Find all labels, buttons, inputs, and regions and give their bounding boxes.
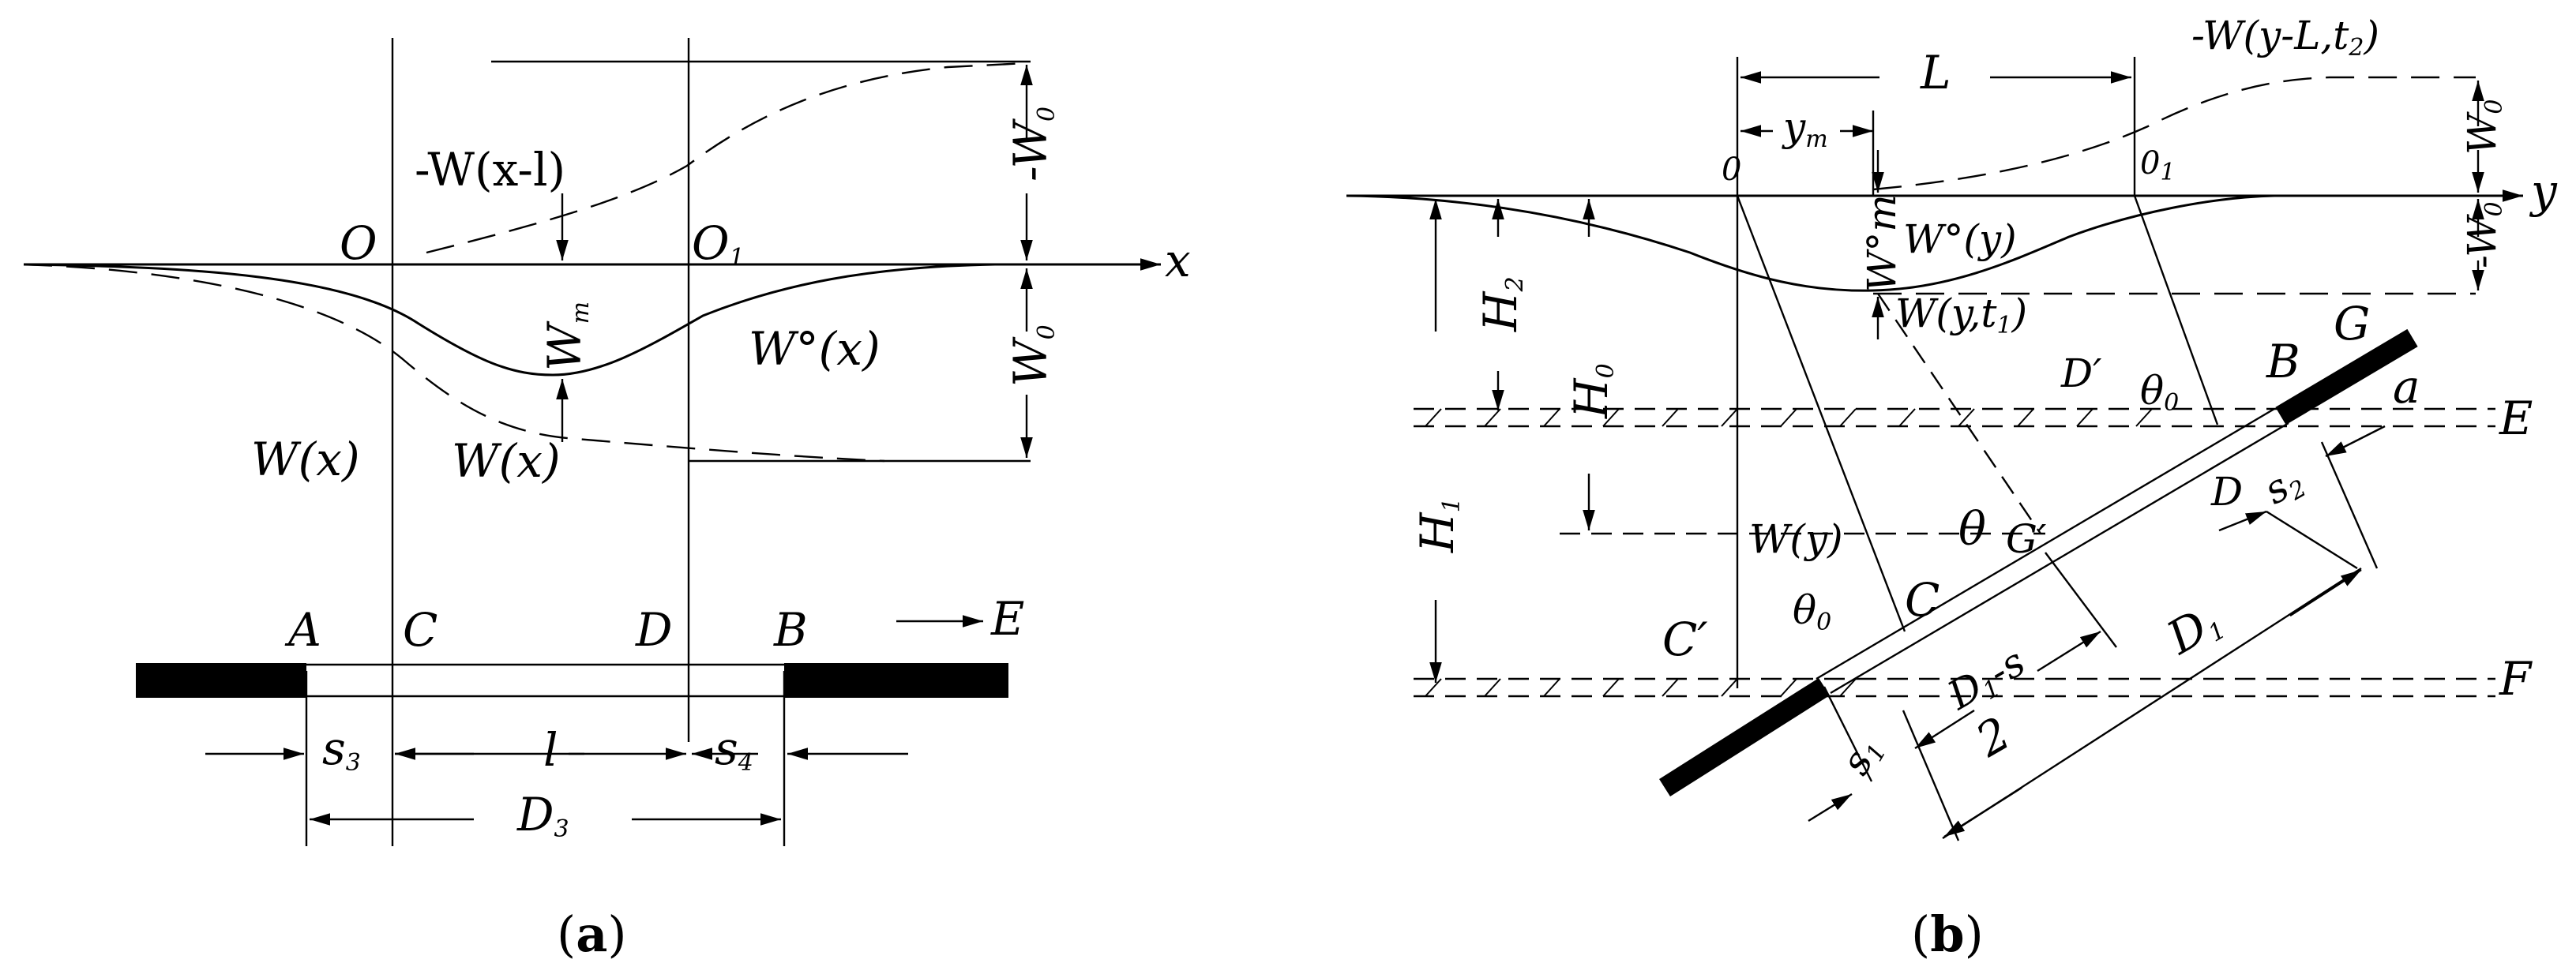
label-l: l (543, 723, 558, 777)
label-alpha: a (2393, 360, 2420, 414)
label-b-point: B (773, 603, 808, 657)
label-g-prime: G′ (2006, 516, 2047, 562)
caption-a: (a) (557, 905, 627, 963)
label-o1: O1 (692, 216, 745, 272)
label-l-dim: L (1920, 46, 1951, 99)
label-e-stratum: E (2499, 392, 2533, 445)
label-theta: θ (1958, 502, 1986, 556)
label-neg-w-y-l-t2: -W(y-L,t2) (2191, 13, 2379, 62)
stratum-f-hatching (1425, 678, 1857, 697)
label-w-y-t1: W(y,t1) (1895, 290, 2027, 339)
panel-a: O O1 x -W(x-l) Wm W°(x) -W0 W0 W(x) W(x)… (23, 38, 1191, 963)
label-h2: H2 (1474, 276, 1529, 332)
dim-d1-s-ext (2045, 552, 2117, 648)
dim-d-arrow (2218, 510, 2267, 532)
label-theta0-lower: θ0 (1793, 587, 1831, 636)
label-h1: H1 (1410, 497, 1466, 553)
curve-neg-w-x-l (426, 62, 1027, 254)
label-0-origin: 0 (1722, 152, 1741, 188)
curve-w0-y (1346, 194, 2275, 292)
label-wm: Wm (538, 302, 595, 371)
label-a-point: A (284, 603, 321, 657)
label-h0: H0 (1564, 363, 1620, 419)
stratum-e-hatching (1425, 408, 2153, 427)
seam-left-pillar (136, 663, 306, 698)
dim-s2-ext2 (2320, 441, 2379, 569)
label-e-direction: E (990, 592, 1024, 646)
label-neg-w0-top: -W0 (2459, 201, 2508, 268)
label-s4: s4 (715, 721, 753, 777)
dim-d1-s-arrow-upper (2037, 630, 2101, 673)
label-01-origin: 01 (2140, 145, 2176, 186)
label-d3: D3 (516, 788, 569, 843)
label-wx-left: W(x) (251, 433, 360, 486)
dim-s1-arrow-left (1808, 793, 1853, 822)
label-w0-y: W°(y) (1903, 216, 2017, 262)
label-s2: s2 (2256, 456, 2311, 516)
label-w0-curve: W°(x) (749, 322, 881, 376)
influence-line-g-prime (1877, 293, 2041, 534)
dim-d1-arrow-lower (1943, 786, 2022, 838)
label-two: 2 (1966, 706, 2019, 768)
label-d-point: D (635, 603, 673, 657)
label-f-stratum: F (2499, 652, 2533, 706)
label-g: G (2334, 297, 2370, 350)
label-c-point: C (403, 603, 437, 657)
curve-w-x (23, 263, 885, 463)
seam-pillar-lower (1659, 678, 1830, 796)
label-d1: D1 (2157, 592, 2231, 666)
label-theta0-upper: θ0 (2140, 368, 2179, 417)
panel-b: -W(y-L,t2) L ym 0 01 W0 -W0 y W°m W°(y) … (1346, 13, 2558, 963)
label-s3: s3 (322, 721, 361, 777)
dim-s2-extension (2266, 510, 2358, 570)
dim-s1-ext-right (1902, 710, 1960, 841)
label-w0-top: W0 (2459, 99, 2508, 156)
label-neg-w-x-l: -W(x-l) (415, 143, 565, 197)
caption-b: (b) (1911, 905, 1984, 963)
label-w-y: W(y) (1749, 516, 1843, 562)
seam-right-pillar (784, 663, 1008, 698)
seam-goaf-upper (1816, 407, 2275, 680)
curve-w0-x (23, 263, 1019, 377)
label-neg-w0-vertical: -W0 (1004, 107, 1061, 182)
dim-d1-s-arrow-lower (1914, 709, 1975, 750)
label-x-axis: x (1165, 234, 1191, 287)
influence-line-d-prime (2133, 195, 2219, 425)
label-o: O (340, 216, 377, 270)
label-y-axis: y (2529, 164, 2558, 218)
dim-d1-arrow-upper (2289, 568, 2362, 617)
label-ym: ym (1782, 104, 1828, 153)
curve-neg-w-y-l-t2 (1872, 76, 2476, 191)
label-d-point: D (2210, 469, 2243, 515)
label-c-point: C (1905, 573, 1940, 627)
label-wx-mid: W(x) (452, 434, 561, 488)
dim-s1-ext-left (1823, 686, 1873, 782)
label-w0-vertical: W0 (1004, 324, 1061, 387)
label-d-prime: D′ (2060, 350, 2102, 396)
label-wm-b: W°m (1859, 194, 1905, 292)
seam-pillar-upper (2275, 328, 2418, 425)
label-c-prime: C′ (1662, 613, 1708, 666)
label-s1: s1 (1832, 729, 1892, 784)
dim-s2-arrow (2325, 425, 2386, 458)
seam-goaf-lower (1830, 422, 2289, 695)
influence-line-c (1736, 195, 1906, 632)
label-b-point: B (2266, 335, 2300, 388)
